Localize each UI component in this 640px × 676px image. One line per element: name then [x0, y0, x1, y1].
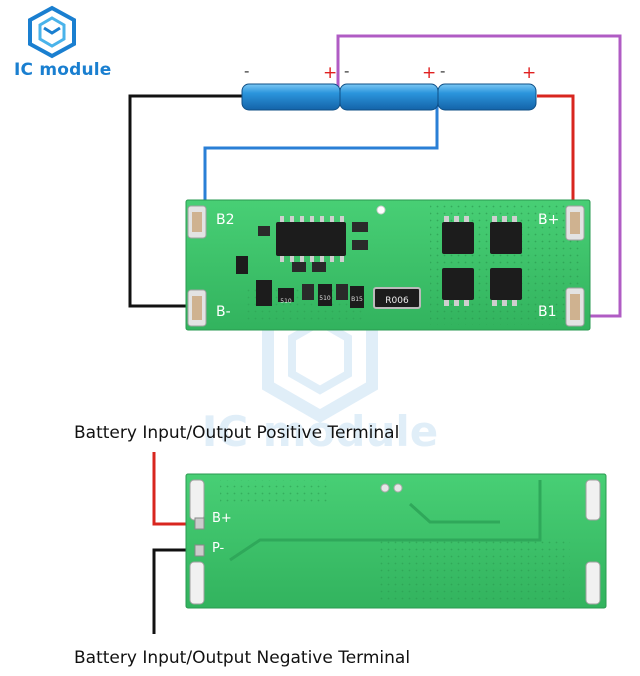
- pad-b1-label: B1: [538, 304, 557, 320]
- brand-logo: [28, 5, 76, 59]
- negative-terminal-caption: Battery Input/Output Negative Terminal: [74, 648, 411, 668]
- shunt-resistor-label: R006: [385, 296, 409, 306]
- battery-cell-1: [241, 83, 341, 111]
- wire-red-bottom: [152, 452, 196, 526]
- pad-b-minus-label: B-: [216, 304, 231, 320]
- wire-purple: [336, 34, 622, 318]
- battery-pack: [241, 83, 537, 111]
- resistor-2-label: 510: [319, 295, 331, 302]
- mosfet-2: [490, 222, 522, 254]
- top-pcb: R006 510 510 B15 B2 B- B+ B1: [185, 199, 591, 331]
- shunt-resistor: [373, 287, 421, 309]
- bottom-pad-p-minus-label: P-: [212, 541, 225, 556]
- cell-1-negative-label: -: [244, 62, 249, 80]
- mosfet-4: [490, 268, 522, 300]
- wire-black-bottom: [152, 548, 196, 634]
- bottom-pad-p-minus: [194, 544, 205, 557]
- cell-2-negative-label: -: [344, 62, 349, 80]
- battery-cell-2: [339, 83, 439, 111]
- bottom-pad-b-plus: [194, 517, 205, 530]
- mosfet-3: [442, 268, 474, 300]
- mosfet-1: [442, 222, 474, 254]
- cell-3-negative-label: -: [440, 62, 445, 80]
- protection-ic: [276, 222, 346, 256]
- cell-1-positive-label: +: [323, 63, 337, 83]
- resistor-3-label: B15: [351, 296, 363, 303]
- battery-cell-3: [437, 83, 537, 111]
- bottom-pad-b-plus-label: B+: [212, 511, 232, 526]
- positive-terminal-caption: Battery Input/Output Positive Terminal: [74, 423, 400, 443]
- wire-red: [537, 94, 575, 218]
- bottom-pcb: B+ P-: [185, 473, 607, 609]
- brand-name: IC module: [14, 60, 112, 80]
- pad-b2-label: B2: [216, 212, 235, 228]
- watermark-text: IC module: [202, 407, 439, 456]
- resistor-1-label: 510: [280, 298, 292, 305]
- cell-2-positive-label: +: [422, 63, 436, 83]
- cell-3-positive-label: +: [522, 63, 536, 83]
- wire-blue: [203, 104, 439, 212]
- wire-black-top: [128, 94, 244, 308]
- polarity-marks: - + - + - +: [244, 62, 536, 83]
- pad-b-plus-label: B+: [538, 212, 559, 228]
